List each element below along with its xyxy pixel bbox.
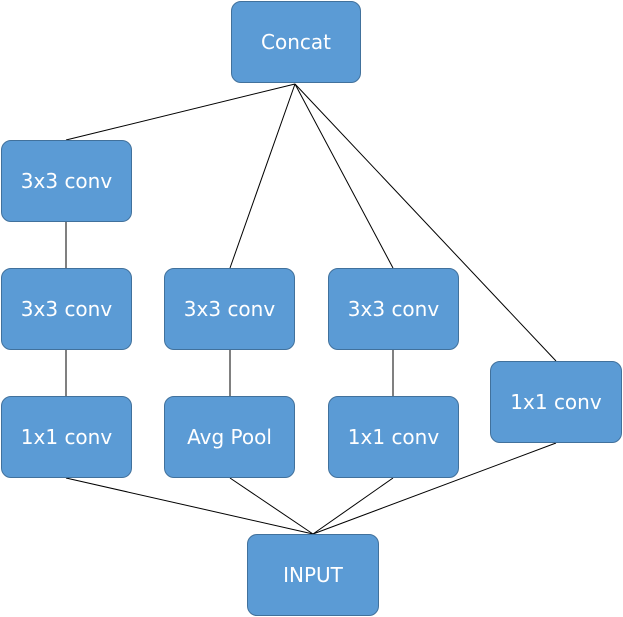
- edge-concat-branch1: [65, 83, 296, 141]
- branch3-3x3-conv-node: 3x3 conv: [328, 268, 459, 350]
- edge-input-branch1: [65, 477, 314, 535]
- edge-concat-branch3: [294, 83, 394, 269]
- branch1-3x3-conv-top-node: 3x3 conv: [1, 140, 132, 222]
- edge-input-branch4: [312, 442, 557, 535]
- branch1-3x3-conv-mid-node: 3x3 conv: [1, 268, 132, 350]
- edge-concat-branch2: [229, 83, 296, 269]
- edge-input-branch3: [312, 477, 394, 535]
- input-node: INPUT: [247, 534, 379, 616]
- branch2-3x3-conv-node: 3x3 conv: [164, 268, 295, 350]
- branch2-avg-pool-node: Avg Pool: [164, 396, 295, 478]
- branch4-1x1-conv-node: 1x1 conv: [490, 361, 622, 443]
- branch3-1x1-conv-node: 1x1 conv: [328, 396, 459, 478]
- edge-input-branch2: [229, 477, 314, 535]
- edge-concat-branch4: [294, 83, 557, 362]
- branch1-1x1-conv-node: 1x1 conv: [1, 396, 132, 478]
- concat-node: Concat: [231, 1, 361, 83]
